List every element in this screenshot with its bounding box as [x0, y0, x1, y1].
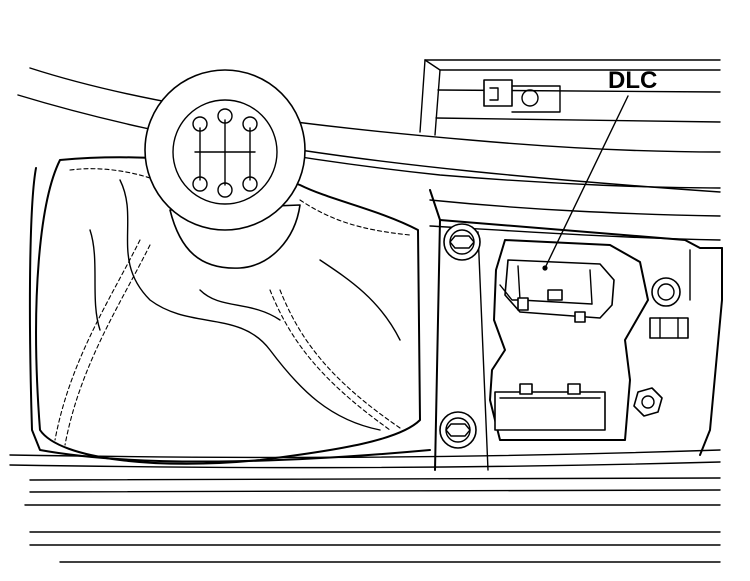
- grommet-right: [651, 277, 681, 307]
- side-clip: [649, 317, 689, 339]
- dlc-label: DLC: [608, 67, 657, 94]
- gear-knob: [144, 69, 306, 269]
- screw-lower: [439, 411, 477, 449]
- dlc-housing: [489, 239, 649, 441]
- shift-surround: [28, 167, 431, 463]
- lower-trim-lines: [9, 449, 721, 563]
- dlc-connector: [499, 259, 615, 323]
- upper-bracket: [419, 59, 721, 136]
- callout-dot: [542, 265, 548, 271]
- dlc-callout: DLC: [542, 67, 657, 271]
- screw-upper: [443, 223, 481, 261]
- lower-connector: [494, 383, 606, 431]
- nut-right: [633, 387, 663, 417]
- console-panel: [429, 189, 723, 471]
